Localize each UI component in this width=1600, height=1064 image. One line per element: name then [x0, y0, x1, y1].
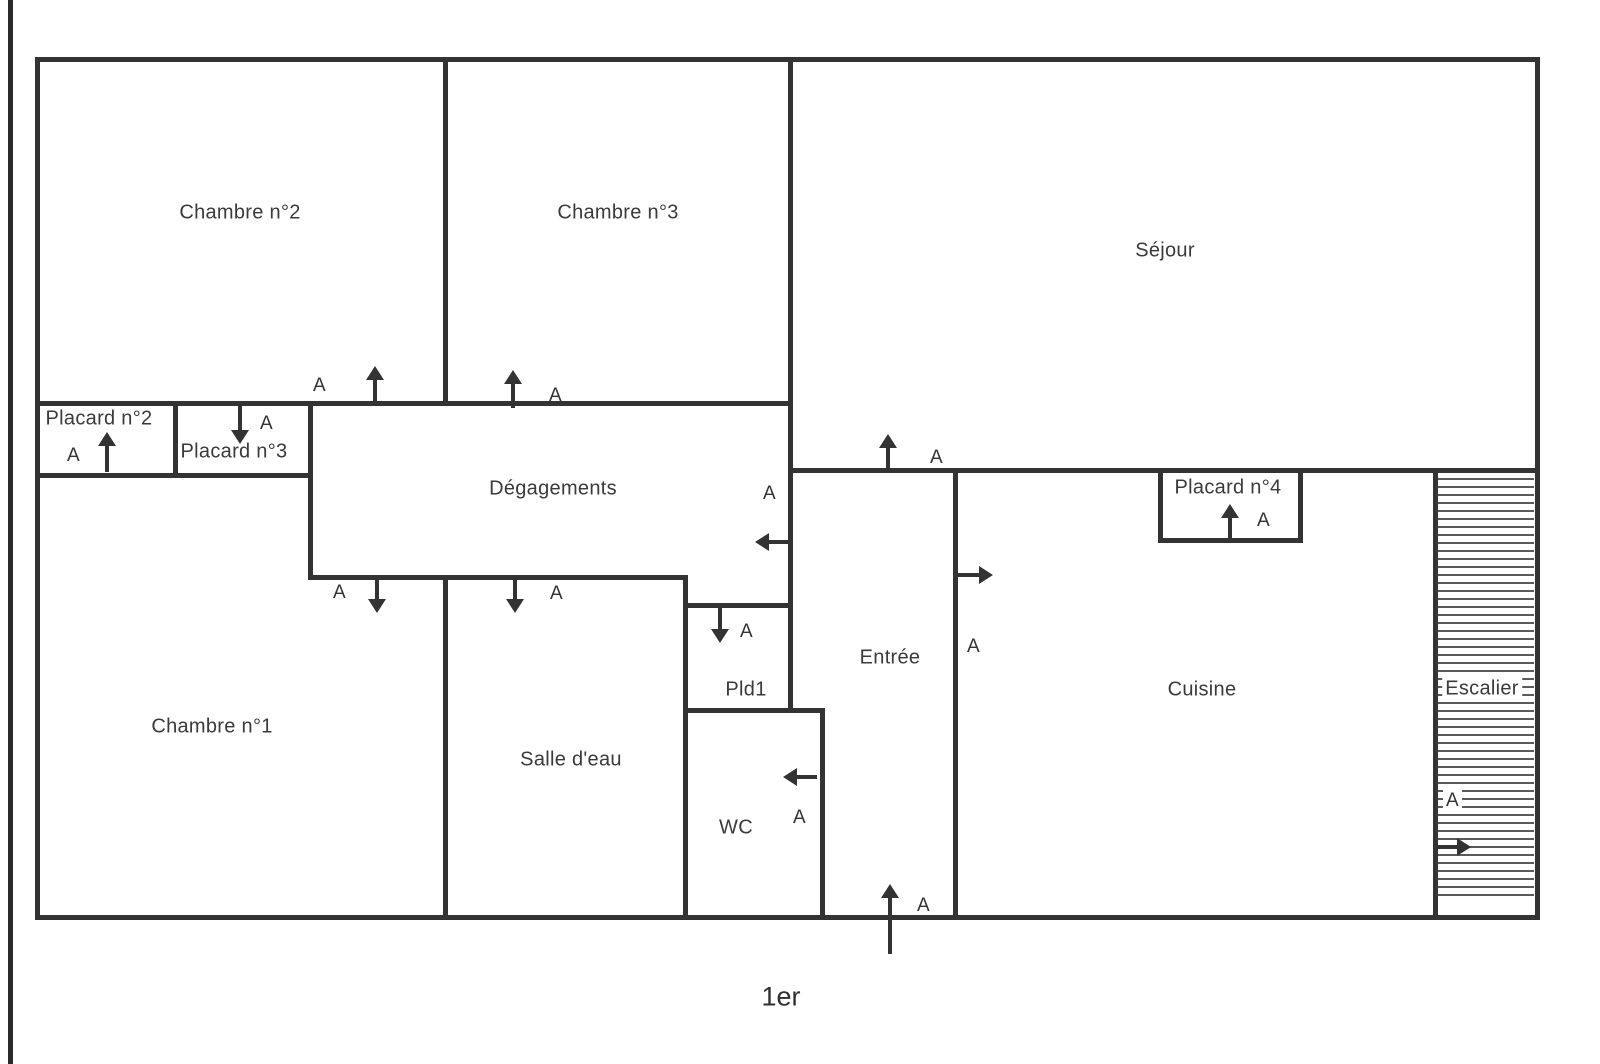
door-letter-a: A — [67, 445, 80, 466]
door-arrow-up-sejour-icon — [879, 434, 897, 472]
wall-placard2-placard3 — [173, 401, 178, 478]
wall-chambre3-sejour-entree — [788, 57, 793, 710]
door-arrow-down-salle-eau-icon — [506, 577, 524, 613]
door-arrow-right-escalier-icon — [1437, 838, 1471, 856]
door-arrow-down-chambre1-icon — [368, 577, 386, 613]
door-arrow-up-entrance-icon — [881, 884, 899, 954]
wall-placard4-left — [1158, 470, 1163, 542]
room-label-sejour: Séjour — [1135, 239, 1195, 262]
room-label-escalier: Escalier — [1442, 677, 1522, 701]
wall-sejour-bottom — [788, 468, 1540, 473]
door-letter-a: A — [313, 375, 326, 396]
door-letter-a: A — [549, 385, 562, 406]
room-label-chambre-1: Chambre n°1 — [151, 715, 273, 738]
door-arrow-down-placard3-icon — [231, 406, 249, 444]
room-label-salle-eau: Salle d'eau — [520, 748, 622, 771]
room-label-placard-4: Placard n°4 — [1174, 476, 1282, 499]
door-letter-a: A — [763, 483, 776, 504]
room-label-pld1: Pld1 — [725, 678, 767, 701]
wall-salle-eau-right — [683, 577, 688, 920]
door-arrow-up-chambre3-icon — [504, 370, 522, 408]
door-letter-a: A — [740, 621, 753, 642]
door-letter-a: A — [1443, 790, 1462, 812]
wall-pld1-wc — [683, 708, 825, 713]
door-arrow-up-placard4-icon — [1221, 504, 1239, 542]
door-arrow-right-cuisine-icon — [957, 566, 993, 584]
door-arrow-down-pld1-icon — [711, 607, 729, 643]
outer-wall — [35, 57, 1540, 920]
room-label-wc: WC — [719, 816, 753, 839]
room-label-chambre-2: Chambre n°2 — [179, 201, 301, 224]
wall-pld1-top — [683, 603, 793, 608]
room-label-placard-2: Placard n°2 — [45, 407, 153, 430]
door-arrow-left-wc-icon — [783, 768, 817, 786]
door-arrow-left-degagements-icon — [755, 533, 791, 551]
room-label-chambre-3: Chambre n°3 — [557, 201, 679, 224]
room-label-cuisine: Cuisine — [1167, 678, 1237, 701]
door-letter-a: A — [260, 413, 273, 434]
door-arrow-up-chambre2-icon — [366, 366, 384, 406]
door-arrow-up-placard2-icon — [98, 432, 116, 472]
wall-wc-right — [820, 708, 825, 920]
wall-placards-degagements-top — [35, 401, 793, 406]
room-label-degagements: Dégagements — [489, 477, 617, 500]
wall-placard4-right — [1298, 470, 1303, 542]
door-letter-a: A — [793, 807, 806, 828]
door-letter-a: A — [1257, 510, 1270, 531]
wall-chambre2-chambre3 — [443, 57, 448, 406]
wall-degagements-left — [308, 401, 313, 580]
wall-cuisine-escalier — [1433, 470, 1438, 920]
floor-caption: 1er — [761, 981, 801, 1012]
wall-degagements-bottom — [308, 575, 688, 580]
room-label-placard-3: Placard n°3 — [180, 440, 288, 463]
wall-entree-cuisine — [953, 470, 958, 920]
door-letter-a: A — [550, 583, 563, 604]
door-letter-a: A — [967, 636, 980, 657]
door-letter-a: A — [333, 582, 346, 603]
page-edge-line — [8, 0, 13, 1064]
wall-chambre1-salle-eau — [443, 577, 448, 920]
door-letter-a: A — [917, 895, 930, 916]
door-letter-a: A — [930, 447, 943, 468]
room-label-entree: Entrée — [859, 646, 921, 669]
